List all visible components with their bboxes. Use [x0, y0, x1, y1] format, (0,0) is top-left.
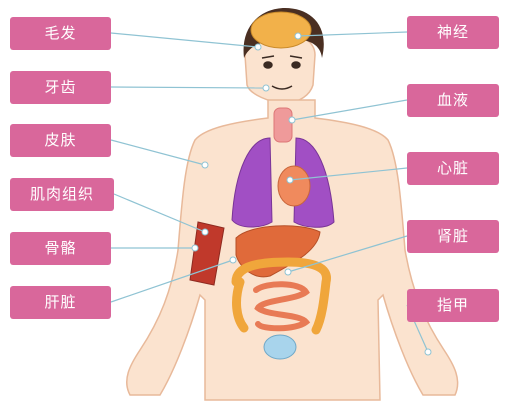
label-fingernail: 指甲: [407, 289, 499, 322]
leader-dot-blood: [289, 117, 295, 123]
leader-dot-kidney: [285, 269, 291, 275]
leader-line-teeth: [111, 87, 266, 88]
leader-dot-muscle-tissue: [202, 229, 208, 235]
label-kidney: 肾脏: [407, 220, 499, 253]
bladder-shape: [264, 335, 296, 359]
label-hair: 毛发: [10, 17, 111, 50]
leader-dot-heart: [287, 177, 293, 183]
label-nerves: 神经: [407, 16, 499, 49]
heart-shape: [278, 166, 310, 206]
label-bone: 骨骼: [10, 232, 111, 265]
label-heart: 心脏: [407, 152, 499, 185]
leader-dot-bone: [192, 245, 198, 251]
label-skin: 皮肤: [10, 124, 111, 157]
leader-dot-hair: [255, 44, 261, 50]
label-muscle-tissue: 肌肉组织: [10, 178, 114, 211]
leader-dot-fingernail: [425, 349, 431, 355]
leader-line-hair: [111, 33, 258, 47]
leader-dot-skin: [202, 162, 208, 168]
leader-dot-nerves: [295, 33, 301, 39]
label-blood: 血液: [407, 84, 499, 117]
leader-dot-teeth: [263, 85, 269, 91]
brain-shape: [251, 12, 311, 48]
label-teeth: 牙齿: [10, 71, 111, 104]
label-liver: 肝脏: [10, 286, 111, 319]
trachea-shape: [274, 108, 292, 142]
leader-dot-liver: [230, 257, 236, 263]
